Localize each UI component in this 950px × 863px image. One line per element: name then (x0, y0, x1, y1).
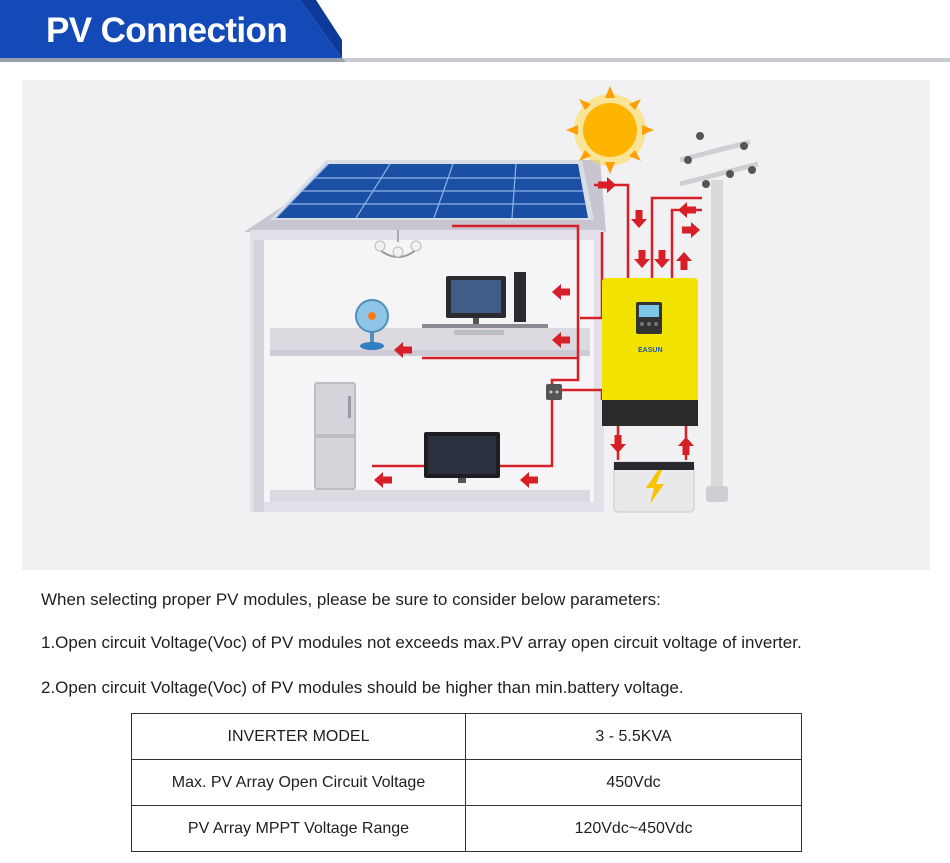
page-title: PV Connection (46, 11, 288, 50)
table-cell: 450Vdc (465, 759, 802, 806)
solar-panel-icon (270, 160, 594, 220)
parameter-point-2: 2.Open circuit Voltage(Voc) of PV module… (41, 678, 684, 697)
header-banner (0, 0, 950, 62)
power-socket-icon (546, 384, 562, 400)
inverter-brand: EASUN (638, 347, 663, 354)
intro-text: When selecting proper PV modules, please… (41, 590, 661, 609)
table-cell: 3 - 5.5KVA (465, 713, 802, 760)
sun-icon (566, 86, 654, 174)
computer-icon (422, 272, 548, 335)
table-row: PV Array MPPT Voltage Range 120Vdc~450Vd… (131, 805, 802, 852)
battery-icon (613, 461, 695, 513)
spec-table: INVERTER MODEL 3 - 5.5KVA Max. PV Array … (131, 713, 802, 852)
chandelier-icon (374, 230, 422, 258)
table-row: INVERTER MODEL 3 - 5.5KVA (131, 713, 802, 760)
table-cell: Max. PV Array Open Circuit Voltage (131, 759, 466, 806)
utility-pole-icon (679, 132, 759, 502)
fan-icon (355, 299, 389, 350)
tv-icon (424, 432, 500, 483)
table-cell: INVERTER MODEL (131, 713, 466, 760)
pv-connection-diagram: EASUN (22, 80, 930, 570)
refrigerator-icon (314, 382, 356, 490)
inverter-icon: EASUN (602, 278, 698, 426)
parameter-point-1: 1.Open circuit Voltage(Voc) of PV module… (41, 633, 802, 652)
table-cell: 120Vdc~450Vdc (465, 805, 802, 852)
table-row: Max. PV Array Open Circuit Voltage 450Vd… (131, 759, 802, 806)
table-cell: PV Array MPPT Voltage Range (131, 805, 466, 852)
